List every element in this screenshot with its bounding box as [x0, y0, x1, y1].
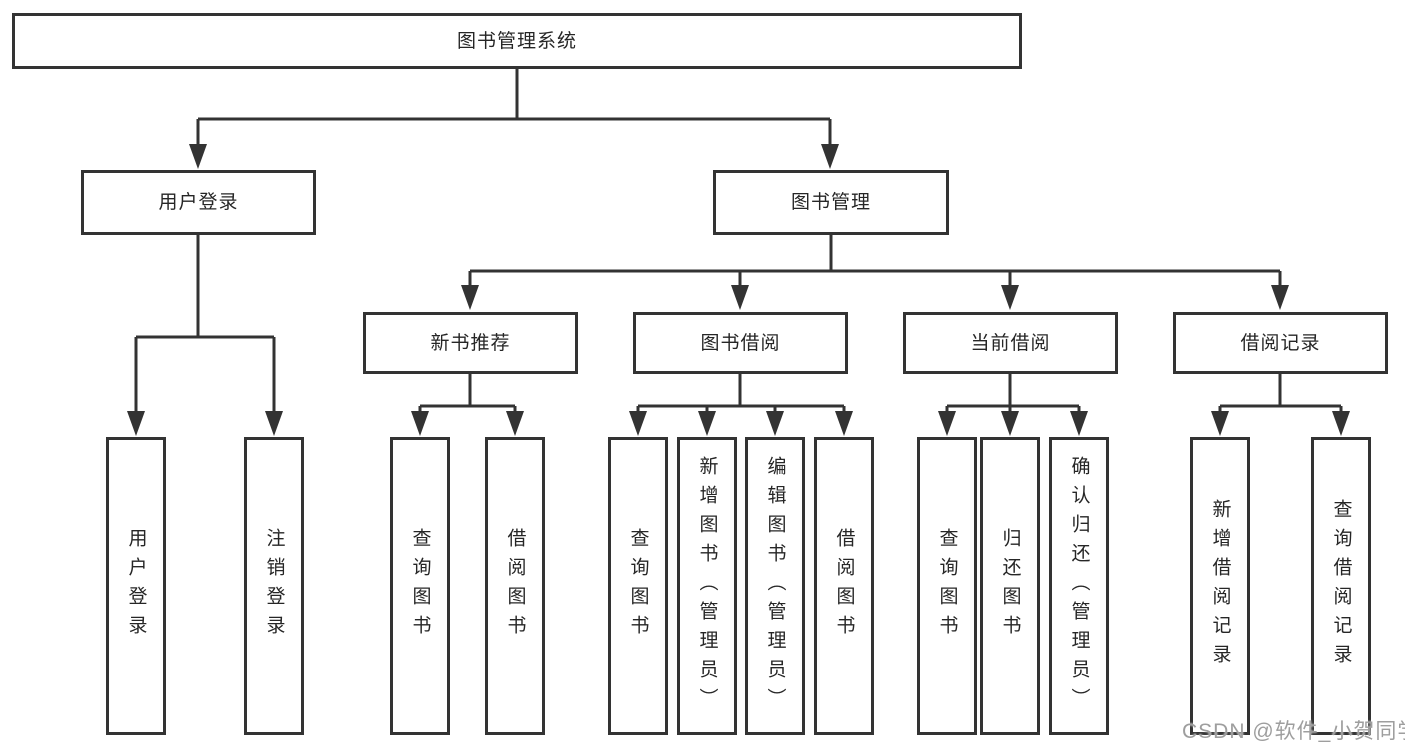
- arrowhead: [731, 285, 749, 310]
- node-label: 借阅记录: [1240, 332, 1321, 354]
- node-label: 查询图书: [409, 528, 431, 644]
- arrowhead: [766, 411, 784, 436]
- arrowhead: [189, 144, 207, 169]
- node-label: 新增借阅记录: [1209, 499, 1231, 673]
- arrowhead: [629, 411, 647, 436]
- node-label: 确认归还（管理员）: [1068, 455, 1090, 717]
- arrowheads: [127, 144, 1350, 436]
- arrowhead: [1332, 411, 1350, 436]
- node-label: 新增图书（管理员）: [696, 455, 718, 717]
- node-leaf-logout: 注销登录: [244, 437, 304, 735]
- node-label: 查询借阅记录: [1330, 499, 1352, 673]
- arrowhead: [127, 411, 145, 436]
- arrowhead: [461, 285, 479, 310]
- node-library-management-system: 图书管理系统: [12, 13, 1022, 69]
- node-label: 查询图书: [627, 528, 649, 644]
- node-label: 当前借阅: [970, 332, 1051, 354]
- arrowhead: [506, 411, 524, 436]
- watermark: CSDN @软件_小贺同学: [1182, 720, 1405, 743]
- node-label: 借阅图书: [833, 528, 855, 644]
- node-label: 编辑图书（管理员）: [764, 455, 786, 717]
- node-leaf-borrow-books-2: 借阅图书: [814, 437, 874, 735]
- node-leaf-add-books-admin: 新增图书（管理员）: [677, 437, 737, 735]
- arrowhead: [698, 411, 716, 436]
- node-label: 借阅图书: [504, 528, 526, 644]
- node-leaf-user-login: 用户登录: [106, 437, 166, 735]
- arrowhead: [1001, 285, 1019, 310]
- connector-new-books: [418, 374, 517, 419]
- node-leaf-edit-books-admin: 编辑图书（管理员）: [745, 437, 805, 735]
- node-label: 图书管理系统: [456, 30, 577, 52]
- arrowhead: [821, 144, 839, 169]
- arrowhead: [265, 411, 283, 436]
- arrowhead: [1001, 411, 1019, 436]
- arrowhead: [1070, 411, 1088, 436]
- node-leaf-query-books-2: 查询图书: [608, 437, 668, 735]
- node-new-book-recommend: 新书推荐: [363, 312, 578, 374]
- node-label: 归还图书: [999, 528, 1021, 644]
- arrowhead: [938, 411, 956, 436]
- node-current-borrow: 当前借阅: [903, 312, 1118, 374]
- node-leaf-query-books-1: 查询图书: [390, 437, 450, 735]
- node-label: 新书推荐: [430, 332, 511, 354]
- node-label: 图书借阅: [700, 332, 781, 354]
- node-book-borrow: 图书借阅: [633, 312, 848, 374]
- node-user-login: 用户登录: [81, 170, 316, 235]
- node-leaf-add-borrow-record: 新增借阅记录: [1190, 437, 1250, 735]
- node-label: 用户登录: [158, 192, 239, 213]
- arrowhead: [1271, 285, 1289, 310]
- connector-root: [196, 69, 832, 152]
- node-book-management: 图书管理: [713, 170, 949, 235]
- node-leaf-query-borrow-record: 查询借阅记录: [1311, 437, 1371, 735]
- node-label: 用户登录: [125, 528, 147, 644]
- node-borrow-records: 借阅记录: [1173, 312, 1388, 374]
- node-label: 查询图书: [936, 528, 958, 644]
- node-label: 注销登录: [263, 528, 285, 644]
- arrowhead: [1211, 411, 1229, 436]
- connector-book-management: [468, 235, 1282, 293]
- connector-book-borrow: [636, 374, 846, 419]
- node-label: 图书管理: [790, 192, 871, 213]
- connector-borrow-records: [1218, 374, 1343, 419]
- connector-user-login: [134, 235, 276, 419]
- arrowhead: [835, 411, 853, 436]
- arrowhead: [411, 411, 429, 436]
- node-leaf-return-books: 归还图书: [980, 437, 1040, 735]
- node-leaf-confirm-return-admin: 确认归还（管理员）: [1049, 437, 1109, 735]
- node-leaf-borrow-books-1: 借阅图书: [485, 437, 545, 735]
- node-leaf-query-books-3: 查询图书: [917, 437, 977, 735]
